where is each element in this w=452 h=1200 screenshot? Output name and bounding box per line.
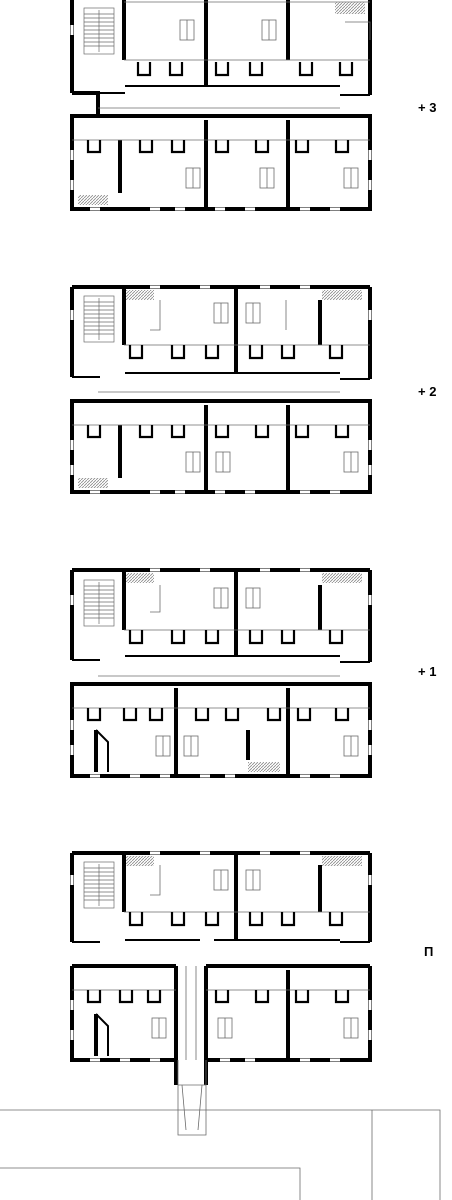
floor-label: + 1 xyxy=(418,664,437,679)
staircase-icon xyxy=(83,861,115,909)
bathroom-icon xyxy=(86,345,350,439)
staircase-icon xyxy=(83,7,115,55)
table-chairs-icon xyxy=(151,869,359,1039)
bathroom-icon xyxy=(86,62,354,154)
floor-plan-level-3 xyxy=(70,0,372,211)
floor-plan-ground xyxy=(70,851,372,1136)
floor-label: + 3 xyxy=(418,100,437,115)
floor-plan-level-2 xyxy=(70,285,372,494)
bathroom-icon xyxy=(86,630,350,722)
bathroom-icon xyxy=(86,912,350,1004)
floor-label: + 2 xyxy=(418,384,437,399)
site-context-lines xyxy=(0,1109,441,1200)
floor-plan-level-1 xyxy=(70,568,372,778)
table-chairs-icon xyxy=(185,302,359,473)
table-chairs-icon xyxy=(155,587,359,757)
table-chairs-icon xyxy=(179,19,359,189)
staircase-icon xyxy=(83,579,115,627)
floor-label: П xyxy=(424,944,434,959)
entrance-ramp xyxy=(177,1060,207,1136)
staircase-icon xyxy=(83,295,115,343)
